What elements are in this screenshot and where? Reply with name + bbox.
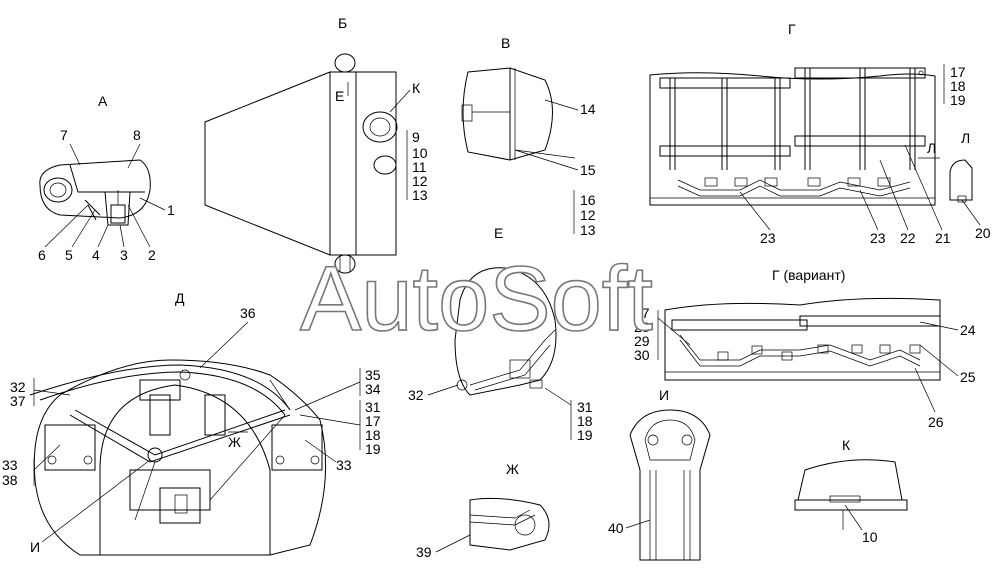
callout-38: 38	[2, 472, 18, 488]
view-k-drawing	[794, 459, 908, 530]
callout-18: 18	[950, 78, 966, 94]
callout-6: 6	[38, 247, 46, 263]
callout-10: 10	[412, 145, 428, 161]
callout-17: 17	[950, 64, 966, 80]
callout-33b: 33	[336, 457, 352, 473]
callout-23a: 23	[760, 230, 776, 246]
arrow-label-l: Л	[927, 140, 936, 156]
callout-8: 8	[133, 127, 141, 143]
callout-i: И	[30, 539, 40, 555]
callout-17b: 17	[365, 413, 381, 429]
view-g-variant-drawing	[664, 297, 941, 381]
view-title-k: К	[842, 437, 851, 453]
callout-19c: 19	[365, 441, 381, 457]
callout-37: 37	[10, 393, 26, 409]
callout-30: 30	[634, 347, 650, 363]
callout-5: 5	[65, 247, 73, 263]
view-title-l: Л	[961, 130, 970, 146]
view-l-drawing	[949, 159, 973, 203]
callout-10b: 10	[862, 529, 878, 545]
callout-29: 29	[634, 333, 650, 349]
callout-25: 25	[960, 369, 976, 385]
callout-36: 36	[240, 305, 256, 321]
view-v-drawing	[461, 67, 553, 161]
callout-32: 32	[10, 379, 26, 395]
view-title-v: В	[501, 35, 510, 51]
view-title-a: А	[98, 93, 108, 109]
view-title-ye: Е	[494, 225, 503, 241]
callout-16: 16	[580, 192, 596, 208]
view-a-drawing	[39, 159, 151, 226]
callout-32b: 32	[408, 387, 424, 403]
callout-40: 40	[608, 520, 624, 536]
view-title-b: Б	[338, 15, 347, 31]
view-title-g-variant: Г (вариант)	[772, 267, 845, 283]
callout-33a: 33	[2, 457, 18, 473]
callout-15: 15	[580, 162, 596, 178]
callout-13: 13	[412, 187, 428, 203]
callout-21: 21	[935, 230, 951, 246]
callout-24: 24	[960, 322, 976, 338]
callout-31: 31	[577, 399, 593, 415]
callout-1: 1	[167, 202, 175, 218]
view-title-d: Д	[175, 290, 185, 306]
callout-12: 12	[412, 173, 428, 189]
callout-14: 14	[580, 101, 596, 117]
view-d-drawing	[29, 359, 327, 556]
callout-11: 11	[412, 159, 427, 175]
callout-27: 27	[634, 305, 650, 321]
callout-9: 9	[412, 129, 420, 145]
callout-23b: 23	[870, 230, 886, 246]
callout-34: 34	[365, 381, 381, 397]
watermark-text: AutoSoft	[300, 248, 653, 350]
arrow-label-zh: Ж	[228, 434, 241, 450]
callout-4: 4	[92, 247, 100, 263]
callout-22: 22	[900, 230, 916, 246]
view-zh-drawing	[469, 497, 550, 551]
view-title-zh: Ж	[506, 461, 519, 477]
callout-k: К	[412, 80, 421, 96]
callout-7: 7	[60, 127, 68, 143]
callout-2: 2	[148, 247, 156, 263]
callout-28: 28	[634, 319, 650, 335]
callout-12b: 12	[580, 207, 596, 223]
view-g-drawing	[649, 67, 936, 206]
callout-26: 26	[928, 414, 944, 430]
view-i-drawing	[629, 409, 711, 561]
callout-19b: 19	[577, 427, 593, 443]
callout-20: 20	[975, 225, 991, 241]
callout-39: 39	[416, 544, 432, 560]
callout-19: 19	[950, 92, 966, 108]
view-title-i: И	[659, 387, 669, 403]
callout-35: 35	[365, 367, 381, 383]
callout-31b: 31	[365, 399, 381, 415]
callout-13b: 13	[580, 222, 596, 238]
callout-18b: 18	[577, 413, 593, 429]
view-b-drawing	[204, 53, 398, 274]
callout-18c: 18	[365, 427, 381, 443]
view-title-g: Г	[788, 21, 796, 37]
callout-3: 3	[120, 247, 128, 263]
view-ye-drawing	[454, 267, 557, 396]
arrow-label-ye: Е	[335, 88, 344, 104]
